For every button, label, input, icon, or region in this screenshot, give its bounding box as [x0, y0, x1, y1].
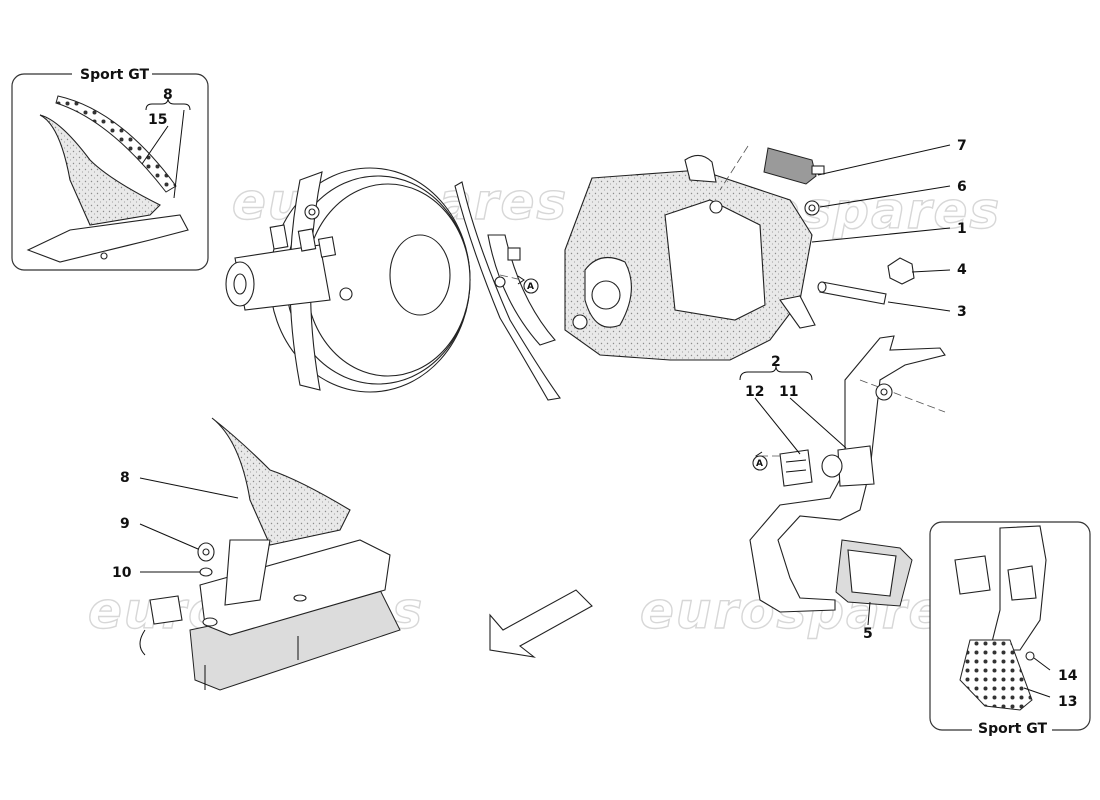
reference-mark-a-2: A: [756, 459, 763, 469]
callout-12: 12: [745, 384, 764, 400]
callout-14: 14: [1058, 668, 1078, 684]
leader-lines: [139, 97, 1051, 698]
reference-arrow-a-1: A: [499, 274, 539, 294]
callout-9: 9: [120, 516, 130, 532]
callout-3: 3: [957, 304, 967, 320]
callout-13: 13: [1058, 694, 1077, 710]
callout-4: 4: [957, 262, 967, 278]
reference-arrow-a-2: A: [752, 451, 780, 471]
inset-title-bottom: Sport GT: [978, 721, 1047, 737]
callout-2: 2: [771, 354, 781, 370]
accelerator-nut: [197, 542, 215, 562]
callout-5: 5: [863, 626, 873, 642]
pedal-bushing: [821, 445, 875, 487]
accelerator-pedal-assembly: [139, 417, 401, 691]
inset-title-top: Sport GT: [80, 67, 149, 83]
direction-arrow: [489, 589, 593, 658]
callout-1: 1: [957, 221, 967, 237]
callout-11: 11: [779, 384, 798, 400]
callout-10: 10: [112, 565, 132, 581]
stop-light-switch: [719, 145, 825, 191]
callout-7: 7: [957, 138, 967, 154]
reference-mark-a-1: A: [527, 282, 534, 292]
pedal-pivot-pin: [817, 281, 887, 305]
callout-8-inset: 8: [163, 87, 173, 103]
callouts: 7 6 1 4 3 2 12 11 5 8 9 10 14 13 8 15: [112, 87, 1078, 710]
watermark-bottom-right: eurospares: [640, 582, 976, 640]
firewall-plate: [454, 181, 561, 401]
brake-servo-booster: [225, 167, 471, 393]
inset-sport-gt-bottom: Sport GT: [929, 521, 1091, 738]
brake-pedal-rubber-pad: [835, 539, 913, 607]
callout-6: 6: [957, 179, 967, 195]
callout-15: 15: [148, 112, 167, 128]
retaining-clip: [887, 257, 915, 285]
callout-8: 8: [120, 470, 130, 486]
pedal-bushing-outer: [779, 449, 813, 487]
inset-sport-gt-top: Sport GT: [11, 64, 209, 271]
accelerator-washer: [199, 567, 213, 577]
pedal-box-housing: [564, 154, 816, 361]
switch-nut: [804, 200, 820, 216]
